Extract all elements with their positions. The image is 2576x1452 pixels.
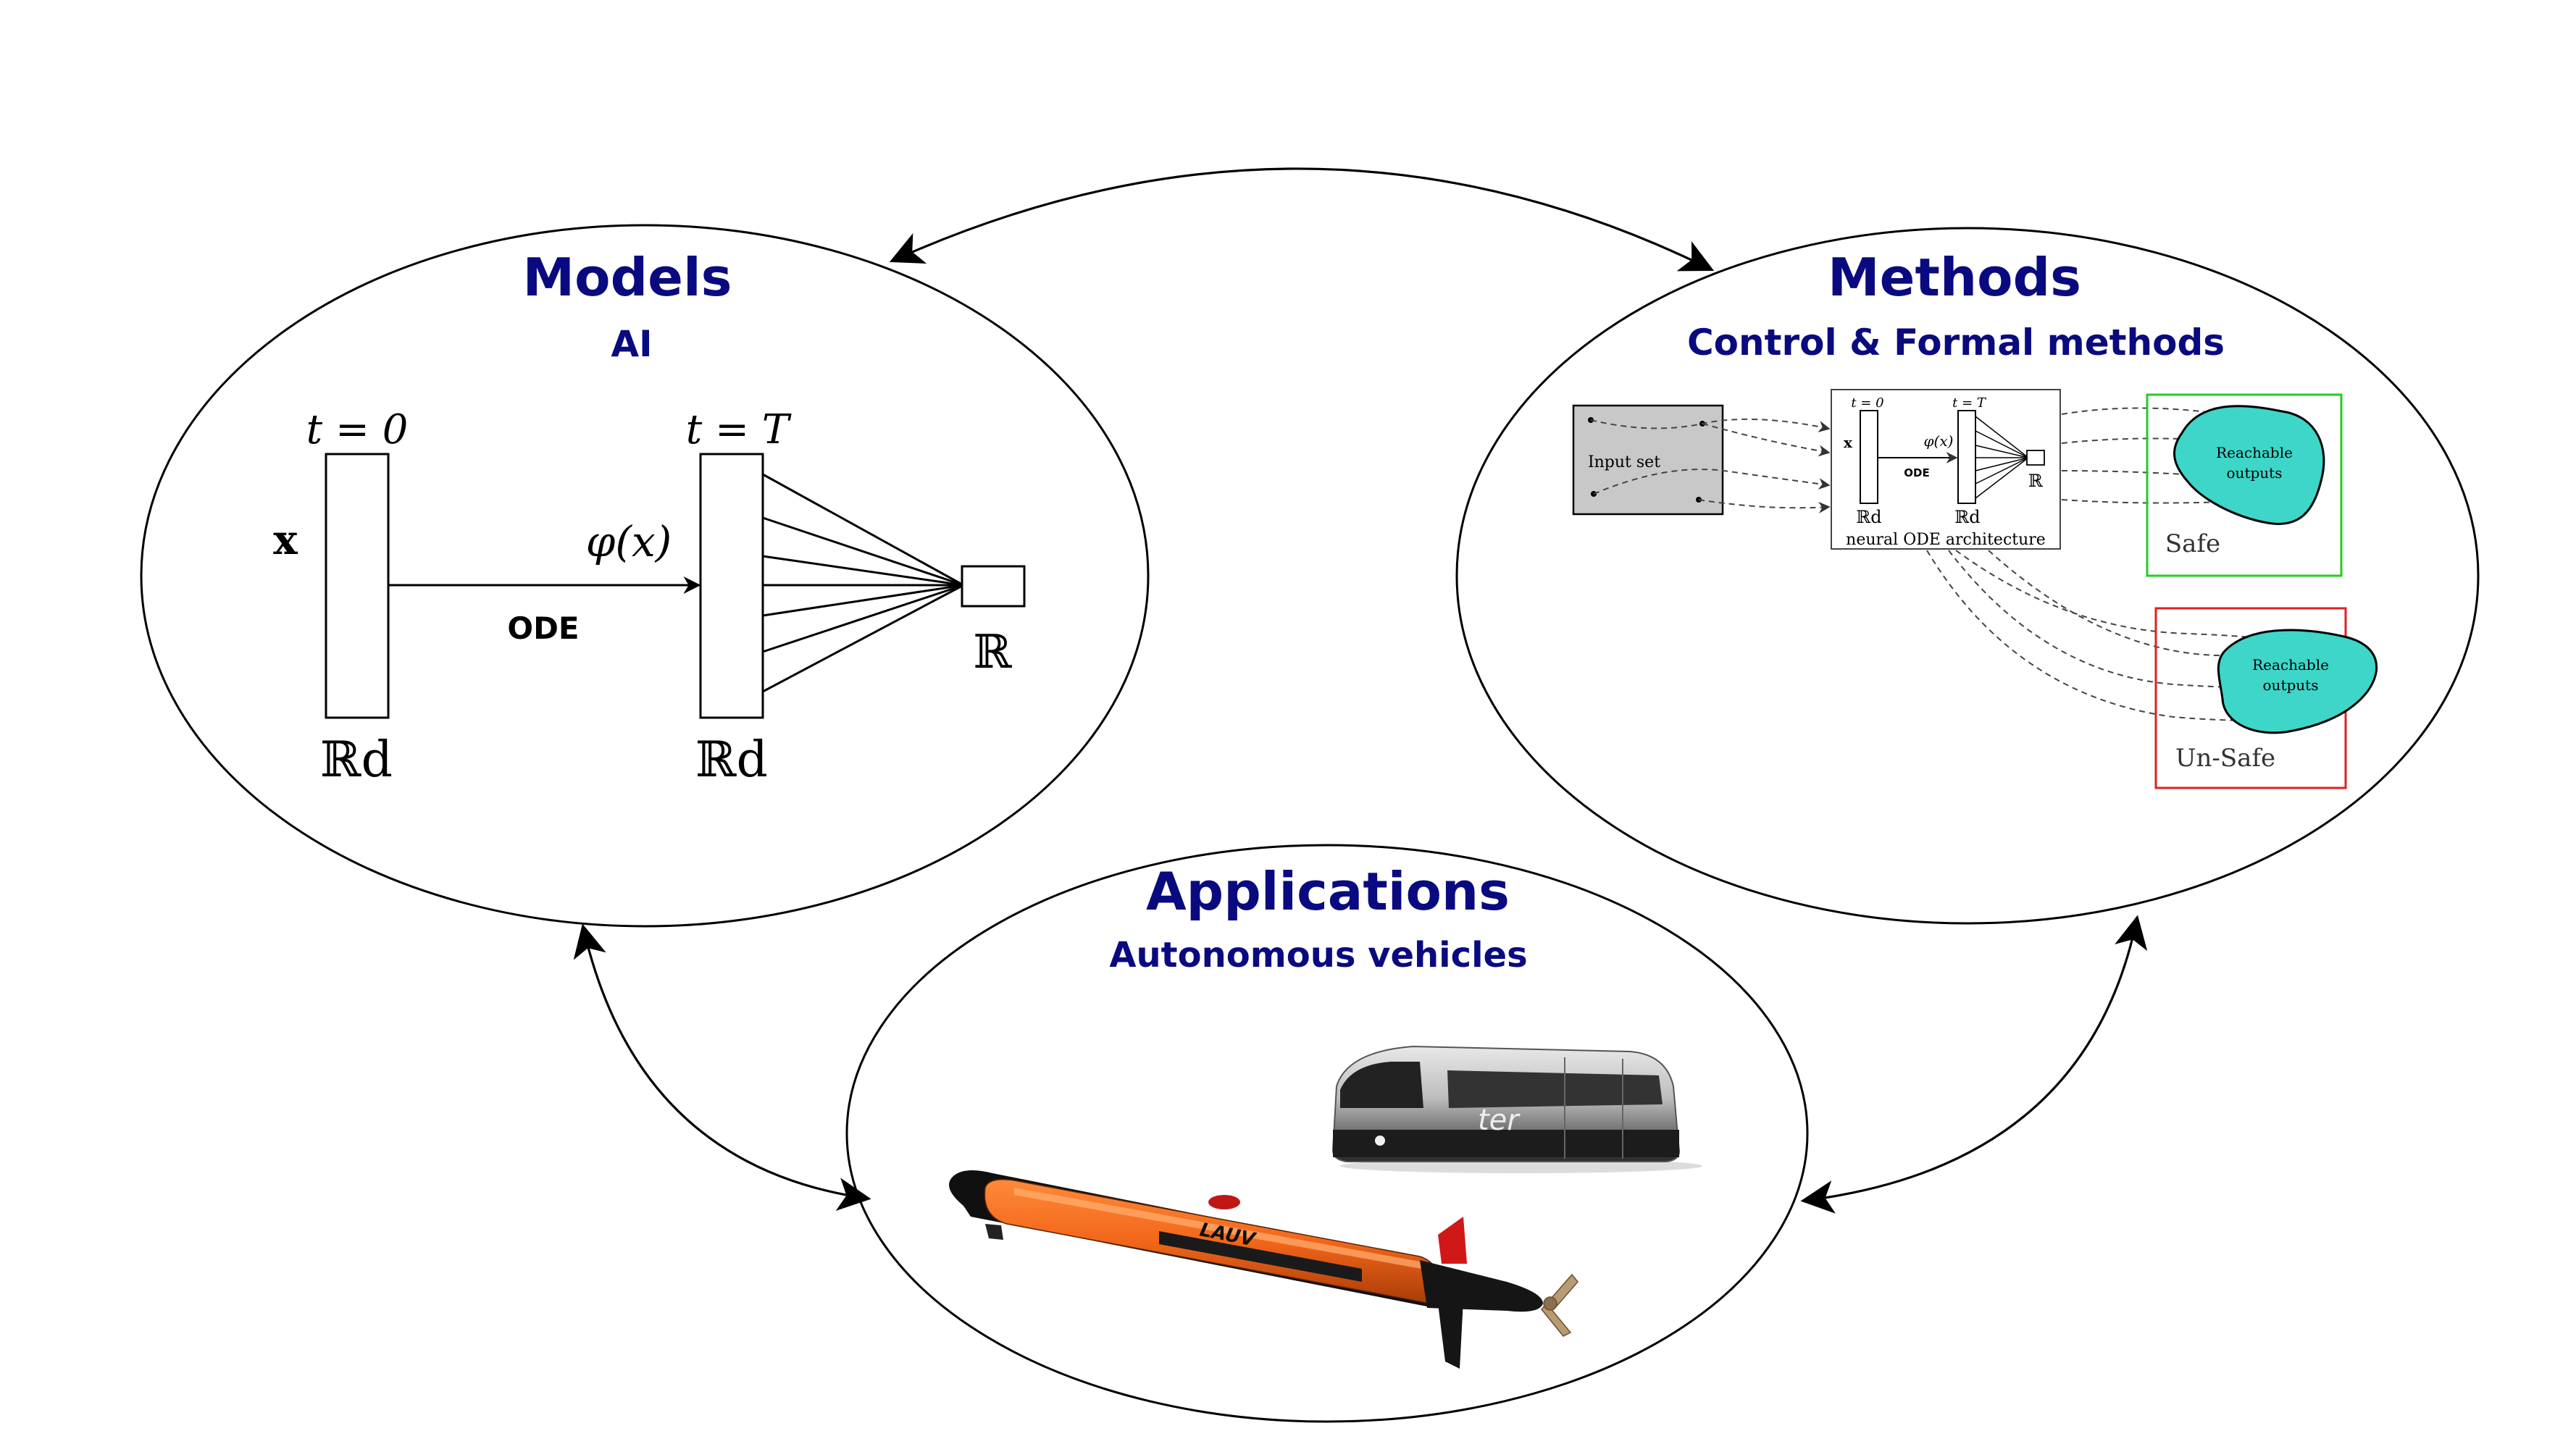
arrow-methods-applications <box>1800 915 2148 1214</box>
methods-safe-box <box>2146 393 2343 577</box>
methods-output-layer <box>1957 410 1976 504</box>
applications-subtitle: Autonomous vehicles <box>1109 935 1527 975</box>
models-r-label: ℝ <box>973 626 1012 679</box>
train-logo: ter <box>1478 1104 1521 1137</box>
models-t0-label: t = 0 <box>306 406 409 453</box>
methods-unsafe-reachable-label: Reachable outputs <box>2252 656 2329 694</box>
models-output-node <box>961 565 1026 608</box>
arrow-models-methods <box>889 167 1715 272</box>
auv-propeller <box>1541 1273 1578 1337</box>
models-ellipse <box>140 224 1150 928</box>
methods-output-node <box>2026 450 2045 466</box>
methods-title: Methods <box>1828 247 2081 308</box>
svg-text:outputs: outputs <box>2263 676 2319 694</box>
cycle-arrows <box>573 167 2148 1214</box>
methods-input-set-label: Input set <box>1588 453 1660 471</box>
methods-rd-left-label: ℝd <box>1856 507 1881 527</box>
applications-ellipse <box>845 844 1809 1423</box>
methods-unsafe-label: Un-Safe <box>2175 744 2275 773</box>
models-input-layer <box>325 453 390 719</box>
models-section: Models AI t = 0 t = T x φ(x) ODE ℝ ℝd ℝd <box>140 224 1150 928</box>
methods-section: Methods Control & Formal methods Input s… <box>1455 227 2480 925</box>
models-tT-label: t = T <box>686 406 792 453</box>
svg-text:outputs: outputs <box>2227 464 2283 482</box>
models-fan-lines <box>762 473 964 693</box>
train-image: ter <box>1331 1045 1702 1173</box>
methods-fan-lines <box>1975 416 2029 499</box>
methods-safe-reachable-blob <box>2173 405 2325 525</box>
svg-text:Reachable: Reachable <box>2216 444 2293 461</box>
methods-architecture-caption: neural ODE architecture <box>1846 531 2046 549</box>
models-ode-label: ODE <box>507 610 579 646</box>
arrow-models-applications <box>573 923 871 1211</box>
models-rd-right-label: ℝd <box>695 731 768 789</box>
methods-input-layer <box>1860 410 1878 504</box>
methods-unsafe-reachable-blob <box>2217 629 2378 734</box>
methods-safe-label: Safe <box>2165 529 2220 558</box>
methods-ellipse <box>1455 227 2480 925</box>
applications-title: Applications <box>1146 861 1510 922</box>
models-title: Models <box>522 247 732 308</box>
methods-phi-label: φ(x) <box>1924 432 1954 450</box>
methods-safe-reachable-label: Reachable outputs <box>2216 444 2293 482</box>
methods-x-label: x <box>1844 434 1853 451</box>
svg-text:Reachable: Reachable <box>2252 656 2329 673</box>
applications-section: Applications Autonomous vehicles ter <box>845 844 1809 1423</box>
methods-r-label: ℝ <box>2028 471 2044 491</box>
auv-image: LAUV <box>949 1170 1578 1369</box>
methods-ode-label: ODE <box>1904 466 1929 479</box>
methods-input-trajectories <box>1590 418 1831 513</box>
methods-rd-right-label: ℝd <box>1954 507 1980 527</box>
methods-tT-label: t = T <box>1952 395 1987 411</box>
methods-subtitle: Control & Formal methods <box>1687 322 2225 364</box>
methods-input-set-box <box>1572 404 1724 516</box>
methods-t0-label: t = 0 <box>1851 395 1883 411</box>
models-phi-label: φ(x) <box>586 517 672 566</box>
models-output-layer <box>699 453 764 719</box>
models-rd-left-label: ℝd <box>320 731 393 789</box>
models-x-label: x <box>273 516 298 564</box>
models-subtitle: AI <box>611 323 652 365</box>
